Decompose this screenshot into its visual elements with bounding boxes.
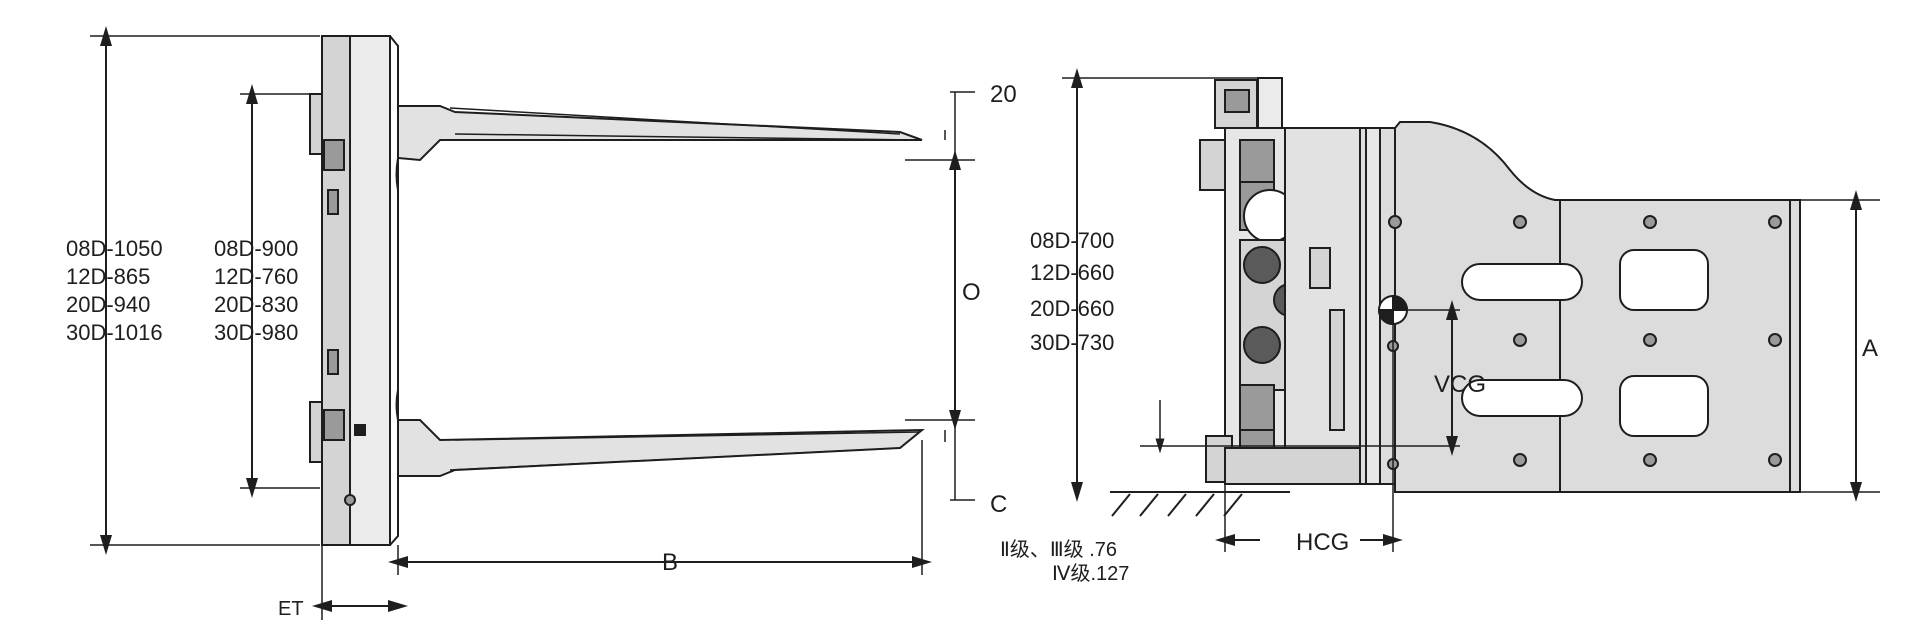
label-hcg: HCG <box>1296 529 1349 556</box>
right-heights: 08D-700 12D-660 20D-660 30D-730 <box>1030 228 1114 355</box>
outer-height-20d: 20D-940 <box>66 292 150 317</box>
outer-height-08d: 08D-1050 <box>66 236 163 261</box>
label-et: ET <box>278 598 304 620</box>
outer-height-30d: 30D-1016 <box>66 320 163 345</box>
right-height-20d: 20D-660 <box>1030 296 1114 321</box>
left-outer-heights: 08D-1050 12D-865 20D-940 30D-1016 <box>66 236 163 345</box>
right-height-30d: 30D-730 <box>1030 330 1114 355</box>
label-c: C <box>990 491 1007 518</box>
class-note-2: Ⅳ级.127 <box>1052 562 1129 585</box>
inner-height-08d: 08D-900 <box>214 236 298 261</box>
carriage-plate <box>321 35 351 546</box>
inner-height-20d: 20D-830 <box>214 292 298 317</box>
outer-height-12d: 12D-865 <box>66 264 150 289</box>
label-o: O <box>962 279 981 306</box>
clamp-pad <box>1359 121 1801 493</box>
left-inner-heights: 08D-900 12D-760 20D-830 30D-980 <box>214 236 298 345</box>
label-vcg: VCG <box>1434 371 1486 398</box>
label-20: 20 <box>990 81 1017 108</box>
right-view <box>1062 68 1880 552</box>
label-b: B <box>662 549 678 576</box>
right-height-12d: 12D-660 <box>1030 260 1114 285</box>
right-height-08d: 08D-700 <box>1030 228 1114 253</box>
inner-height-12d: 12D-760 <box>214 264 298 289</box>
left-view <box>90 25 975 620</box>
lower-arm <box>397 419 925 477</box>
label-a: A <box>1862 335 1878 362</box>
class-note-1: Ⅱ级、Ⅲ级 .76 <box>1000 538 1117 561</box>
upper-arm <box>397 105 923 162</box>
inner-height-30d: 30D-980 <box>214 320 298 345</box>
